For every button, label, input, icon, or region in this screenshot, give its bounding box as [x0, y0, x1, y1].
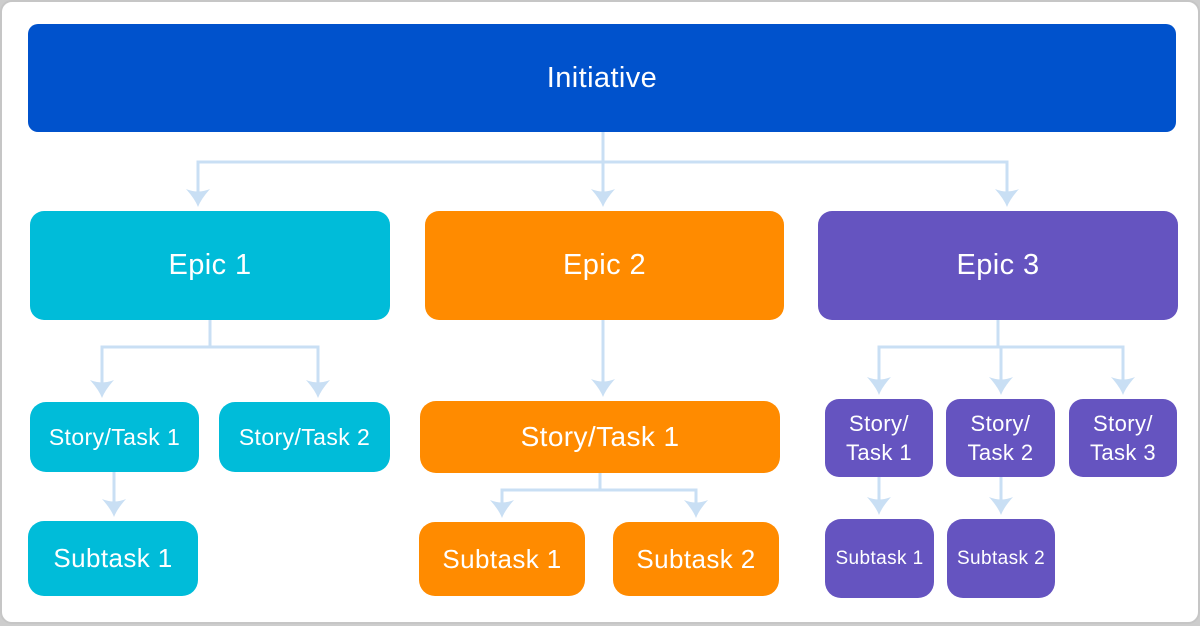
- node-epic-1: Epic 1: [30, 211, 390, 320]
- node-epic2-subtask-2: Subtask 2: [613, 522, 779, 596]
- node-epic2-story-task-1: Story/Task 1: [420, 401, 780, 473]
- node-epic2-subtask-1: Subtask 1: [419, 522, 585, 596]
- node-epic1-story-task-2: Story/Task 2: [219, 402, 390, 472]
- node-epic-3: Epic 3: [818, 211, 1178, 320]
- node-initiative: Initiative: [28, 24, 1176, 132]
- node-epic-2: Epic 2: [425, 211, 784, 320]
- node-epic3-story-task-2: Story/ Task 2: [946, 399, 1055, 477]
- node-epic1-subtask-1: Subtask 1: [28, 521, 198, 596]
- node-epic3-story-task-3: Story/ Task 3: [1069, 399, 1177, 477]
- node-epic3-story-task-1: Story/ Task 1: [825, 399, 933, 477]
- node-epic1-story-task-1: Story/Task 1: [30, 402, 199, 472]
- node-epic3-subtask-2: Subtask 2: [947, 519, 1055, 598]
- node-epic3-subtask-1: Subtask 1: [825, 519, 934, 598]
